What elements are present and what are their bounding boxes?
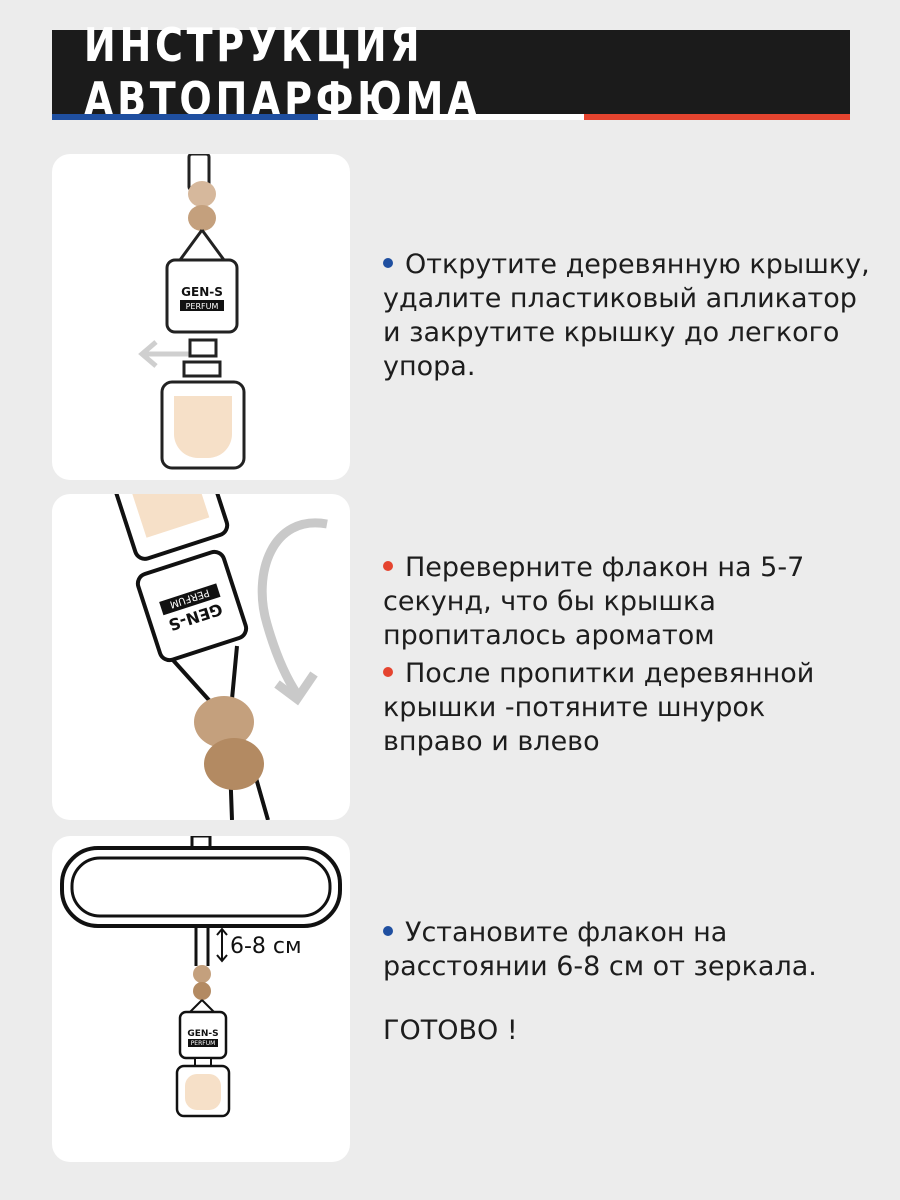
flag-stripe-white bbox=[318, 114, 584, 120]
bullet-blue bbox=[383, 257, 393, 268]
flag-stripe-blue bbox=[52, 114, 318, 120]
distance-label: 6-8 см bbox=[230, 934, 302, 959]
header-banner: ИНСТРУКЦИЯ АВТОПАРФЮМА bbox=[52, 18, 850, 126]
wood-bead bbox=[188, 181, 216, 207]
bullet-red bbox=[383, 666, 393, 677]
step-1-text: Открутите деревянную крышку, удалите пла… bbox=[383, 249, 870, 382]
wood-bead bbox=[188, 205, 216, 231]
page-title: ИНСТРУКЦИЯ АВТОПАРФЮМА bbox=[83, 18, 481, 126]
step-2-text-block: Переверните флакон на 5-7 секунд, что бы… bbox=[383, 551, 873, 763]
wood-bead bbox=[193, 982, 211, 1000]
cap-logo-line2: PERFUM bbox=[191, 1040, 216, 1047]
step-4-text: Установите флакон на расстоянии 6-8 см о… bbox=[383, 917, 817, 982]
wooden-cap bbox=[165, 258, 239, 334]
step-4: Установите флакон на расстоянии 6-8 см о… bbox=[383, 916, 873, 984]
wood-bead bbox=[193, 965, 211, 983]
step-2: Переверните флакон на 5-7 секунд, что бы… bbox=[383, 551, 873, 653]
flag-stripe-red bbox=[584, 114, 850, 120]
illustration-card-mirror: 6-8 см GEN-S PERFUM bbox=[52, 836, 350, 1162]
illustration-card-open-cap: GEN-S PERFUM bbox=[52, 154, 350, 480]
illustration-card-flip-bottle: GEN-S PERFUM bbox=[52, 494, 350, 820]
step-2-text: Переверните флакон на 5-7 секунд, что бы… bbox=[383, 552, 805, 651]
cap-logo-line1: GEN-S bbox=[181, 285, 223, 299]
step-3: После пропитки деревянной крышки -потяни… bbox=[383, 657, 873, 759]
applicator bbox=[188, 338, 218, 358]
step-1-text-block: Открутите деревянную крышку, удалите пла… bbox=[383, 248, 873, 388]
cap-logo-line1: GEN-S bbox=[187, 1029, 218, 1039]
cap-logo-line2: PERFUM bbox=[186, 302, 219, 311]
wood-bead bbox=[194, 696, 254, 748]
wood-bead bbox=[204, 738, 264, 790]
bullet-red bbox=[383, 560, 393, 571]
wooden-cap bbox=[135, 549, 249, 663]
rear-view-mirror bbox=[60, 846, 342, 928]
rotate-arrow-icon bbox=[257, 518, 328, 706]
step-1: Открутите деревянную крышку, удалите пла… bbox=[383, 248, 873, 384]
arrow-left-icon bbox=[138, 340, 192, 368]
done-text: ГОТОВО ! bbox=[383, 1015, 518, 1046]
step-3-text: После пропитки деревянной крышки -потяни… bbox=[383, 658, 815, 757]
bullet-blue bbox=[383, 925, 393, 936]
step-4-text-block: Установите флакон на расстоянии 6-8 см о… bbox=[383, 916, 873, 1052]
double-arrow-icon bbox=[216, 927, 228, 963]
